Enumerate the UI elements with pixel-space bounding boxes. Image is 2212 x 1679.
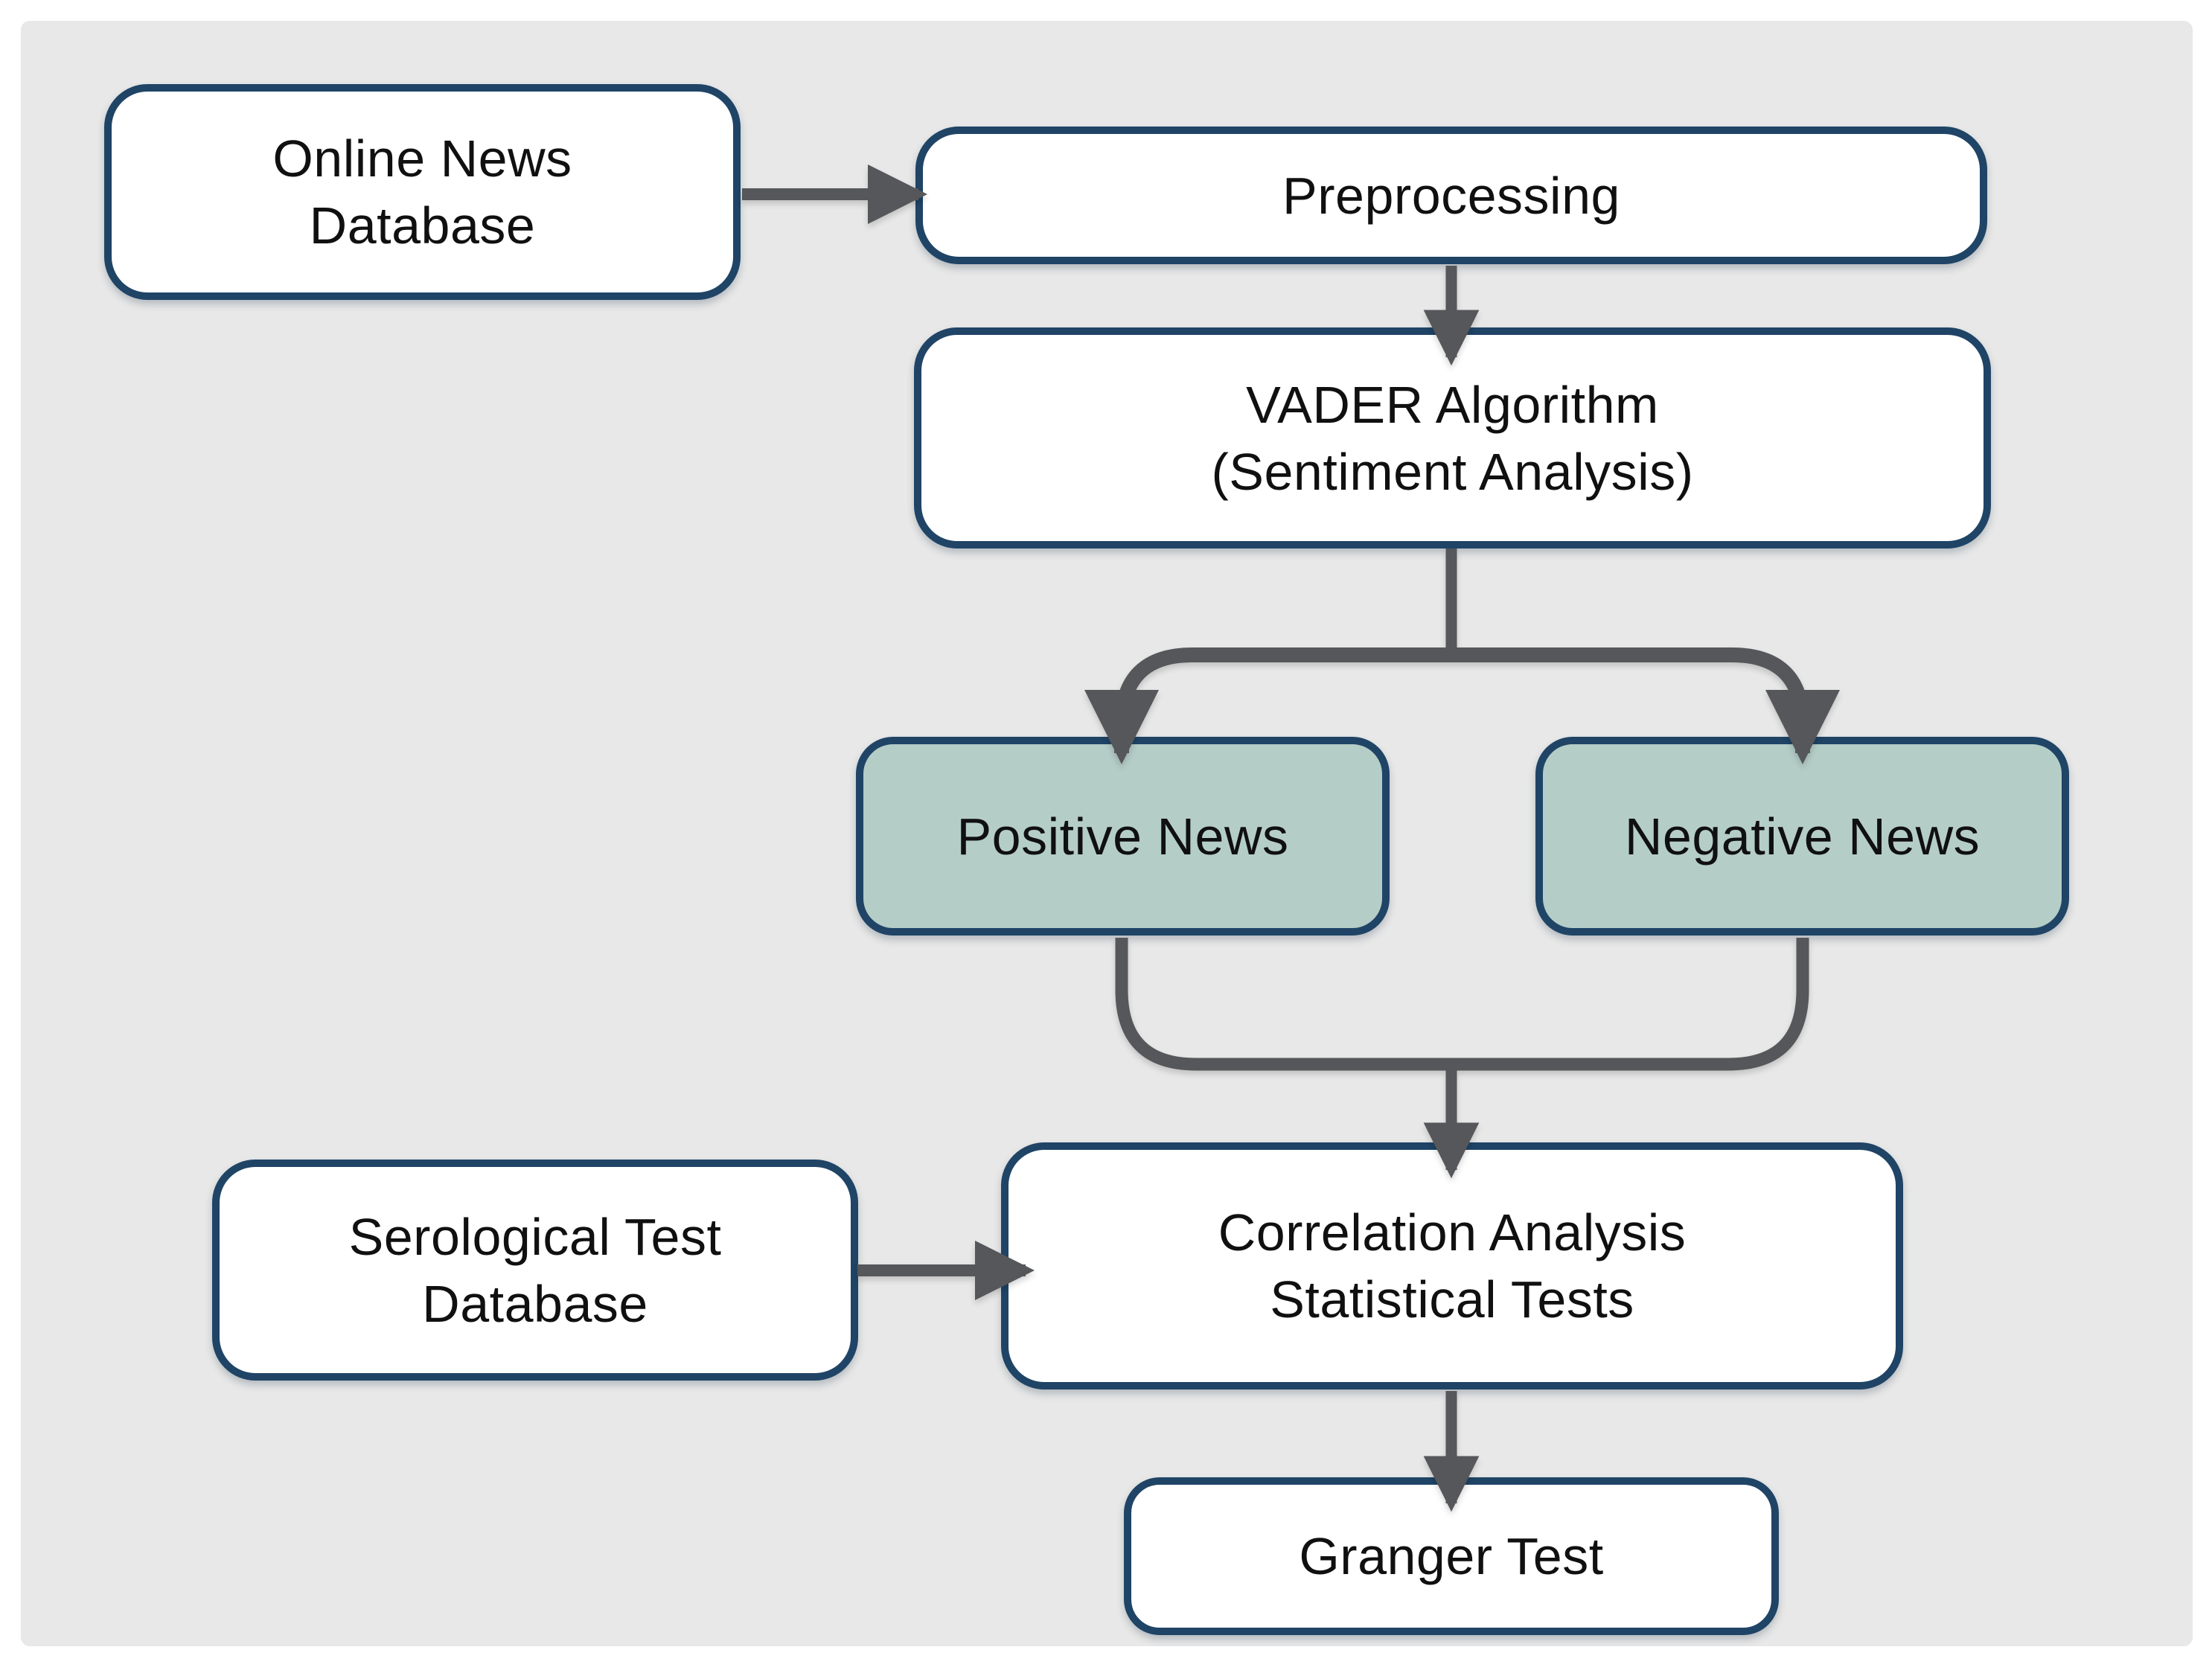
node-negative-news: Negative News [1535, 737, 2069, 936]
node-serological-test-database: Serological Test Database [212, 1160, 858, 1381]
node-label-line: Database [422, 1274, 648, 1333]
node-correlation-analysis: Correlation Analysis Statistical Tests [1001, 1142, 1903, 1389]
node-positive-news: Positive News [856, 737, 1390, 936]
node-preprocessing: Preprocessing [915, 127, 1987, 264]
node-label-line: Online News [272, 129, 572, 188]
node-label-line: Preprocessing [1282, 166, 1620, 225]
node-label-line: Statistical Tests [1270, 1270, 1634, 1328]
node-label-line: Negative News [1624, 807, 1981, 866]
node-label-line: Database [309, 196, 536, 255]
node-label-line: VADER Algorithm [1246, 375, 1659, 434]
node-label-line: (Sentiment Analysis) [1211, 442, 1694, 501]
node-label-line: Serological Test [348, 1207, 722, 1266]
node-label-line: Positive News [956, 807, 1289, 866]
node-vader-algorithm: VADER Algorithm (Sentiment Analysis) [914, 327, 1991, 549]
node-online-news-database: Online News Database [104, 84, 741, 300]
node-label-line: Granger Test [1299, 1527, 1604, 1585]
node-granger-test: Granger Test [1124, 1477, 1779, 1635]
node-label-line: Correlation Analysis [1218, 1203, 1687, 1261]
